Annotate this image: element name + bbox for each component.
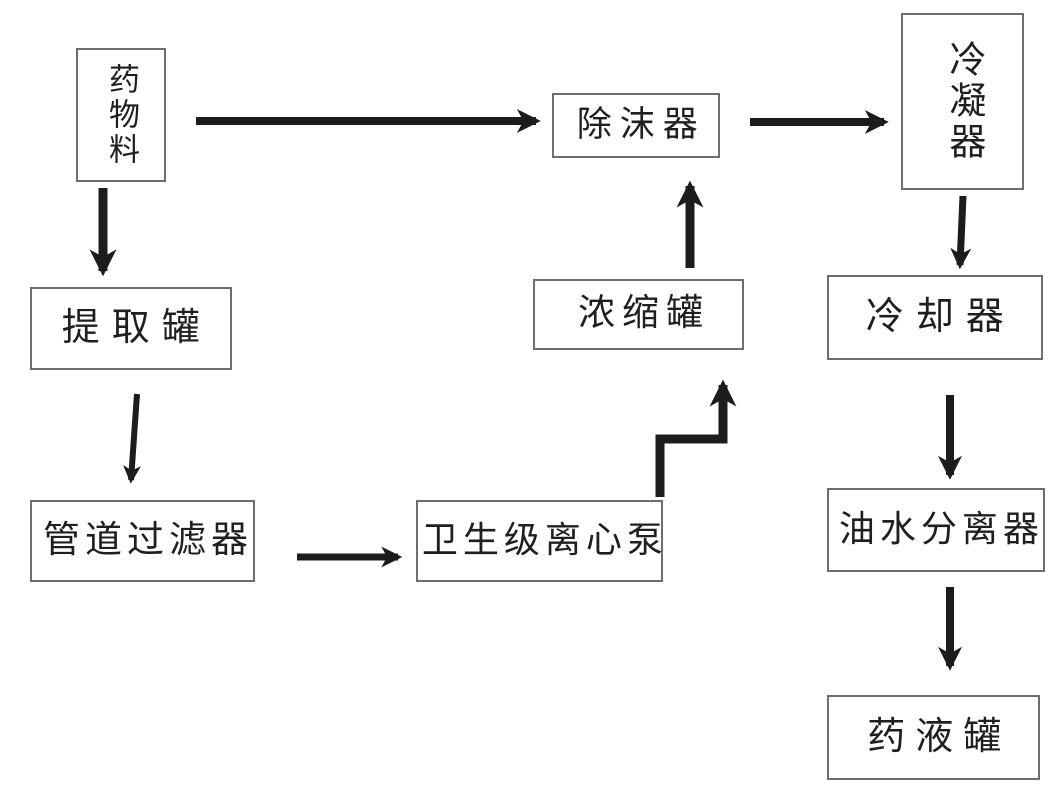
arrow-condenser-to-cooler — [950, 195, 972, 270]
node-cooler: 冷却器 — [827, 275, 1043, 360]
node-extraction-tank-label: 提取罐 — [61, 306, 212, 349]
node-demister-label: 除沫器 — [576, 105, 706, 145]
node-sanitary-centrifugal-pump: 卫生级离心泵 — [416, 500, 663, 582]
node-demister: 除沫器 — [552, 93, 720, 158]
node-liquid-medicine-tank-label: 药液罐 — [867, 715, 1012, 758]
node-liquid-medicine-tank: 药液罐 — [827, 695, 1040, 780]
node-pipeline-filter: 管道过滤器 — [30, 500, 255, 582]
node-extraction-tank: 提取罐 — [30, 287, 232, 370]
node-concentration-tank: 浓缩罐 — [533, 279, 744, 350]
node-oil-water-separator: 油水分离器 — [827, 488, 1045, 572]
node-oil-water-separator-label: 油水分离器 — [838, 509, 1044, 550]
node-cooler-label: 冷却器 — [865, 295, 1016, 338]
node-drug-material-label: 药物料 — [104, 62, 140, 168]
arrow-pump-to-concentration-tank — [655, 379, 737, 497]
node-pipeline-filter-label: 管道过滤器 — [43, 519, 254, 561]
node-condenser: 冷凝器 — [901, 13, 1024, 190]
node-condenser-label: 冷凝器 — [942, 40, 984, 163]
arrow-extraction-tank-to-pipeline-filter — [123, 393, 141, 484]
node-drug-material: 药物料 — [76, 48, 166, 182]
node-concentration-tank-label: 浓缩罐 — [578, 293, 711, 335]
node-sanitary-centrifugal-pump-label: 卫生级离心泵 — [421, 520, 668, 561]
